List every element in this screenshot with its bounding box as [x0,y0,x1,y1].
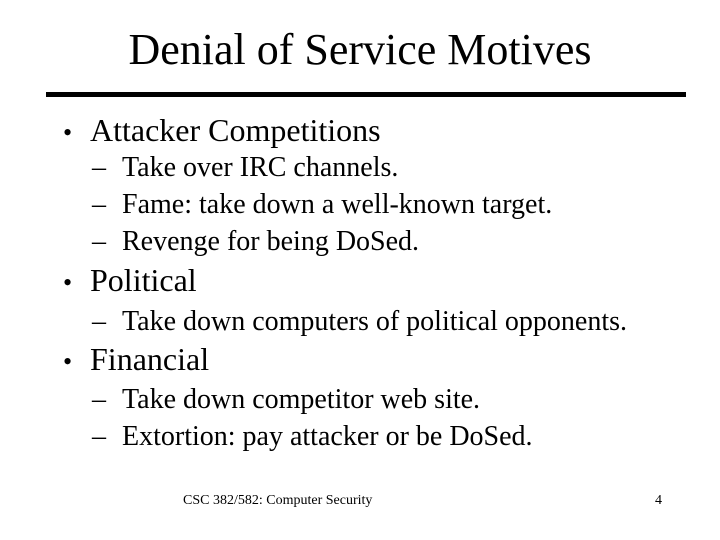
sub-bullet-label: Take down computers of political opponen… [122,306,628,337]
bullet-item-label: Political [90,262,197,298]
sub-bullet-item: –Fame: take down a well-known target. [92,186,552,223]
footer-course-label: CSC 382/582: Computer Security [183,493,373,508]
dash-bullet-icon: – [92,152,106,183]
bullet-dot-icon: • [63,118,73,147]
dash-bullet-icon: – [92,306,106,337]
dash-bullet-icon: – [92,421,106,452]
bullet-item-label: Attacker Competitions [90,112,381,148]
sub-bullet-item: –Revenge for being DoSed. [92,223,552,260]
sub-bullet-label: Take down competitor web site. [122,384,481,415]
bullet-item-financial: • Financial [63,339,209,382]
sub-bullet-label: Revenge for being DoSed. [122,226,420,257]
bullet-dot-icon: • [63,268,73,297]
sub-bullet-label: Take over IRC channels. [122,152,399,183]
bullet-dot-icon: • [63,347,73,376]
sub-bullet-group: –Take down computers of political oppone… [92,303,627,340]
dash-bullet-icon: – [92,226,106,257]
dash-bullet-icon: – [92,189,106,220]
sub-bullet-group: –Take down competitor web site. –Extorti… [92,381,533,455]
sub-bullet-group: –Take over IRC channels. –Fame: take dow… [92,149,552,260]
sub-bullet-item: –Extortion: pay attacker or be DoSed. [92,418,533,455]
bullet-item-label: Financial [90,341,210,377]
bullet-item-political: • Political [63,260,197,303]
sub-bullet-label: Fame: take down a well-known target. [122,189,553,220]
title-underline-rule [46,92,686,97]
sub-bullet-label: Extortion: pay attacker or be DoSed. [122,421,533,452]
bullet-item-attacker-competitions: • Attacker Competitions [63,110,381,153]
sub-bullet-item: –Take down competitor web site. [92,381,533,418]
sub-bullet-item: –Take down computers of political oppone… [92,303,627,340]
slide-title: Denial of Service Motives [128,25,592,74]
slide-page-number: 4 [655,493,662,508]
dash-bullet-icon: – [92,384,106,415]
sub-bullet-item: –Take over IRC channels. [92,149,552,186]
